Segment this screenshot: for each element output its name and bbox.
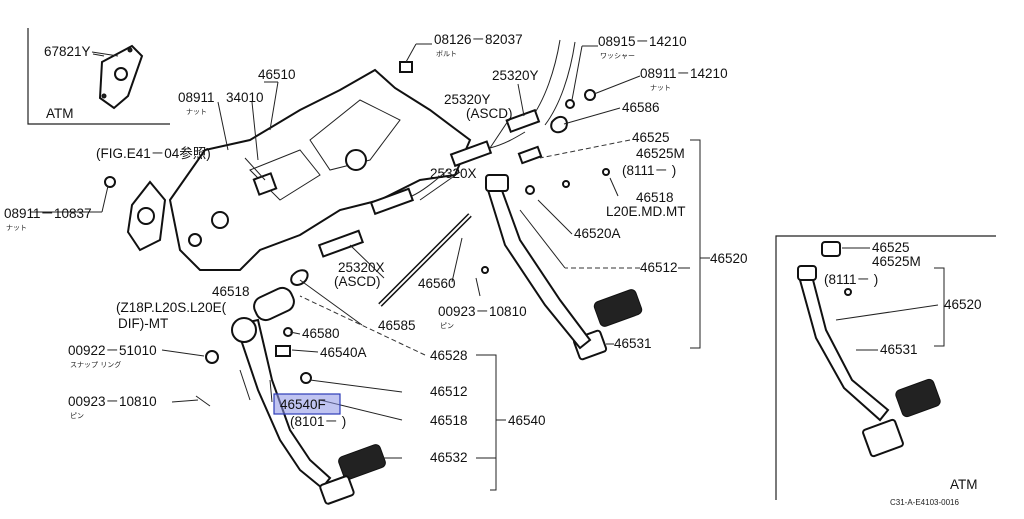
bolt-08126 bbox=[399, 61, 413, 73]
label-46518-left: 46518 bbox=[212, 284, 250, 299]
label-25320y: 25320Y bbox=[492, 68, 539, 83]
label-46585: 46585 bbox=[378, 318, 416, 333]
inset-label-46531: 46531 bbox=[880, 342, 918, 357]
label-nut-3: ナット bbox=[650, 84, 671, 92]
brake-pedal-arm-46520 bbox=[486, 183, 592, 350]
label-46528: 46528 bbox=[430, 348, 468, 363]
label-bolt: ボルト bbox=[436, 50, 457, 58]
switch-25320x bbox=[369, 187, 415, 216]
spring-46586 bbox=[550, 115, 568, 134]
label-46512-bottom: 46512 bbox=[430, 384, 468, 399]
label-ascd-1: (ASCD) bbox=[466, 106, 513, 121]
label-pin-2: ピン bbox=[70, 412, 84, 420]
label-08126-82037: 08126－82037 bbox=[434, 32, 523, 47]
label-08911-14210: 08911－14210 bbox=[640, 66, 728, 81]
highlight-46540f[interactable] bbox=[273, 393, 341, 415]
label-atm-box: ATM bbox=[46, 106, 74, 121]
label-snap-ring: スナップ リング bbox=[70, 360, 121, 369]
label-46586: 46586 bbox=[622, 100, 660, 115]
atm-inset-leaders bbox=[835, 247, 945, 351]
inset-label-atm: ATM bbox=[950, 477, 978, 492]
snap-ring bbox=[205, 350, 219, 364]
switch-25320y-ascd bbox=[449, 140, 493, 168]
label-fig-ref: (FIG.E41－04参照) bbox=[96, 145, 211, 161]
label-46560: 46560 bbox=[418, 276, 456, 291]
label-46540f[interactable]: 46540F bbox=[280, 397, 326, 412]
label-00922-51010: 00922－51010 bbox=[68, 343, 157, 358]
label-washer: ワッシャー bbox=[600, 52, 635, 60]
label-nut-1: ナット bbox=[186, 108, 207, 116]
label-67821y: 67821Y bbox=[44, 44, 91, 59]
label-46520: 46520 bbox=[710, 251, 748, 266]
label-46525m: 46525M bbox=[636, 146, 685, 161]
label-46518-right: 46518 bbox=[636, 190, 674, 205]
label-46540a: 46540A bbox=[320, 345, 367, 360]
label-46532: 46532 bbox=[430, 450, 468, 465]
label-25320x: 25320X bbox=[430, 166, 477, 181]
label-8111: (8111－ ) bbox=[622, 163, 676, 178]
switch-25320x-ascd bbox=[317, 229, 365, 258]
diagram-code: C31-A-E4103-0016 bbox=[890, 498, 959, 507]
label-46518-bottom: 46518 bbox=[430, 413, 468, 428]
label-08911-10837: 08911－10837 bbox=[4, 206, 92, 221]
inset-label-46520: 46520 bbox=[944, 297, 982, 312]
pedal-pad-46531 bbox=[593, 289, 643, 327]
label-z18p: (Z18P.L20S.L20E( bbox=[116, 300, 227, 315]
bracket-hole bbox=[114, 67, 128, 81]
atm-inset-frame bbox=[27, 28, 170, 125]
clutch-pedal-arm-46540 bbox=[234, 318, 332, 490]
inset-label-46525m: 46525M bbox=[872, 254, 921, 269]
switch-25320y bbox=[505, 108, 541, 134]
spring-46560 bbox=[290, 269, 309, 286]
pedal-pad-46532 bbox=[338, 444, 386, 480]
label-l20e-md-mt: L20E.MD.MT bbox=[606, 204, 686, 219]
nut-08911 bbox=[104, 176, 116, 188]
nut-08911-14210 bbox=[584, 89, 596, 101]
bracket-hole bbox=[345, 149, 367, 171]
clutch-bushing-46585 bbox=[253, 286, 295, 322]
label-08911: 08911 bbox=[178, 90, 215, 105]
label-46510: 46510 bbox=[258, 67, 296, 82]
label-8101: (8101－ ) bbox=[290, 414, 346, 429]
label-46531: 46531 bbox=[614, 336, 652, 351]
label-46512-right: 46512 bbox=[640, 260, 678, 275]
label-00923-10810-left: 00923－10810 bbox=[68, 394, 157, 409]
inset-label-8111: (8111－ ) bbox=[824, 272, 878, 287]
atm-brake-arm bbox=[798, 274, 890, 422]
label-00923-10810-mid: 00923－10810 bbox=[438, 304, 527, 319]
pedal-bracket-46510 bbox=[168, 68, 472, 271]
label-dif-mt: DIF)-MT bbox=[118, 316, 168, 331]
label-46520a: 46520A bbox=[574, 226, 621, 241]
label-46525: 46525 bbox=[632, 130, 670, 145]
label-nut-2: ナット bbox=[6, 224, 27, 232]
label-pin-1: ピン bbox=[440, 322, 454, 330]
label-ascd-2: (ASCD) bbox=[334, 274, 381, 289]
label-25320y-ascd: 25320Y bbox=[444, 92, 491, 107]
label-08915-14210: 08915－14210 bbox=[598, 34, 687, 49]
label-25320x-ascd: 25320X bbox=[338, 260, 385, 275]
atm-inset-right-frame bbox=[775, 235, 996, 500]
atm-pedal-pad bbox=[895, 378, 941, 418]
label-46540: 46540 bbox=[508, 413, 546, 428]
label-46580: 46580 bbox=[302, 326, 340, 341]
inset-label-46525: 46525 bbox=[872, 240, 910, 255]
label-34010: 34010 bbox=[226, 90, 264, 105]
